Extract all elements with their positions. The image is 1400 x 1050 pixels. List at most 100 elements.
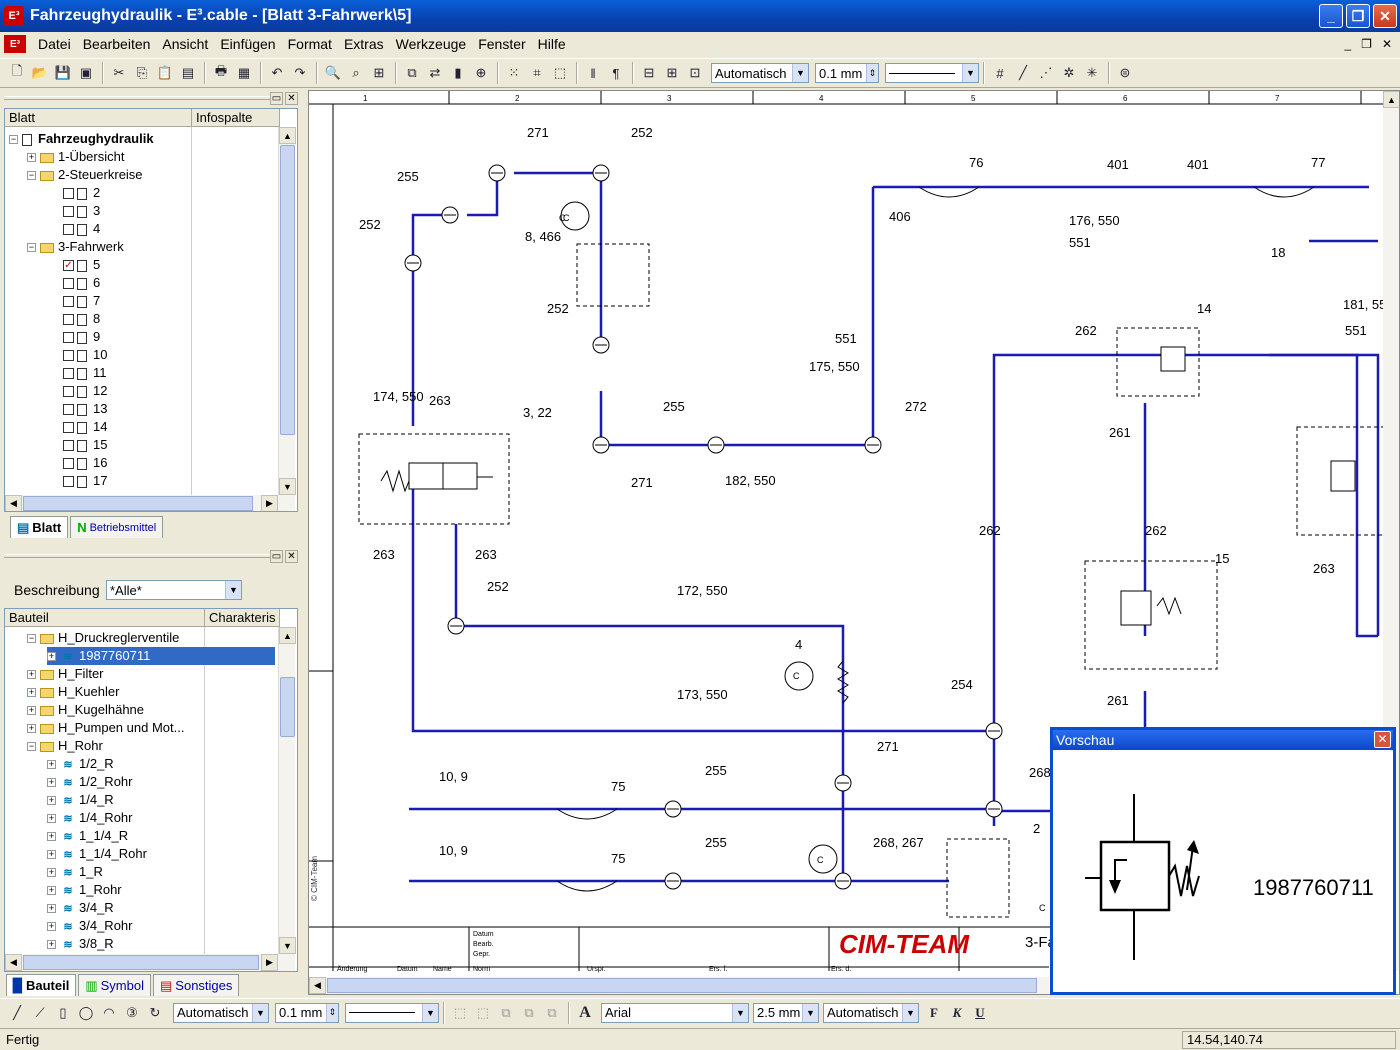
- sheet-checkbox[interactable]: [63, 476, 74, 488]
- sheet-checkbox[interactable]: [63, 296, 74, 308]
- sheet-tree-item[interactable]: 8: [63, 310, 100, 328]
- sheet-checkbox[interactable]: [63, 458, 74, 470]
- col-header-blatt[interactable]: Blatt: [5, 109, 192, 127]
- line-width-input[interactable]: 0.1 mm⇕: [815, 63, 879, 83]
- cut-icon[interactable]: ✂: [113, 65, 125, 80]
- rectangle-tool-icon[interactable]: ▯: [59, 1004, 67, 1020]
- part-tree-item[interactable]: +≋1/4_R: [47, 791, 114, 809]
- preview-window[interactable]: Vorschau✕ 1987760711: [1050, 727, 1396, 995]
- ungroup-disabled-icon[interactable]: ⬚: [476, 1004, 490, 1020]
- circle-tool-icon[interactable]: ◯: [78, 1004, 94, 1020]
- col-header-bauteil[interactable]: Bauteil: [5, 609, 205, 627]
- save-icon[interactable]: 💾: [54, 65, 72, 80]
- scroll-left-icon[interactable]: ◀: [5, 954, 22, 971]
- panel-pin-icon[interactable]: ▭: [270, 550, 283, 563]
- sheet-checkbox[interactable]: [63, 278, 74, 290]
- mdi-minimize-button[interactable]: _: [1344, 37, 1352, 51]
- grid-icon[interactable]: ⁙: [508, 65, 520, 80]
- menu-ansicht[interactable]: Ansicht: [162, 36, 209, 52]
- scroll-thumb[interactable]: [23, 955, 259, 970]
- part-tree-item[interactable]: +H_Filter: [27, 665, 104, 683]
- sheet-checkbox[interactable]: [63, 386, 74, 398]
- scroll-up-icon[interactable]: ▲: [279, 127, 296, 144]
- scroll-thumb[interactable]: [327, 978, 1037, 993]
- sheet-tree-item[interactable]: 15: [63, 436, 107, 454]
- select-icon[interactable]: ⬚: [553, 65, 567, 80]
- sheet-checkbox[interactable]: [63, 332, 74, 344]
- order-disabled-icon[interactable]: ⧉: [547, 1004, 557, 1020]
- expand-icon[interactable]: +: [47, 777, 56, 788]
- scroll-down-icon[interactable]: ▼: [279, 478, 296, 495]
- description-filter-combo[interactable]: *Alle*▼: [106, 580, 242, 600]
- scroll-thumb[interactable]: [23, 496, 253, 511]
- print-icon[interactable]: 🖶: [214, 63, 228, 78]
- sheet-checkbox[interactable]: [63, 368, 74, 380]
- expand-icon[interactable]: +: [47, 651, 56, 662]
- sheet-checkbox[interactable]: [63, 314, 74, 326]
- expand-icon[interactable]: +: [47, 885, 56, 896]
- expand-icon[interactable]: +: [47, 759, 56, 770]
- menu-werkzeuge[interactable]: Werkzeuge: [395, 36, 467, 52]
- collapse-icon[interactable]: −: [27, 242, 36, 253]
- part-tree-item[interactable]: +≋1/4_Rohr: [47, 809, 132, 827]
- panel-pin-icon[interactable]: ▭: [270, 92, 283, 105]
- sheet-tree-item[interactable]: −3-Fahrwerk: [27, 238, 124, 256]
- menu-format[interactable]: Format: [287, 36, 332, 52]
- e3-logo-icon[interactable]: E³: [4, 6, 24, 26]
- part-tree-item[interactable]: −H_Rohr: [27, 737, 103, 755]
- mdi-close-button[interactable]: ✕: [1381, 37, 1392, 51]
- menu-bearbeiten[interactable]: Bearbeiten: [82, 36, 151, 52]
- scroll-down-icon[interactable]: ▼: [279, 937, 296, 954]
- col-header-infospalte[interactable]: Infospalte: [192, 109, 280, 127]
- sheet-tree-item[interactable]: 17: [63, 472, 107, 490]
- sheet-checkbox[interactable]: ✓: [63, 260, 74, 272]
- properties-icon[interactable]: ⊜: [1119, 65, 1131, 80]
- polyline-tool-icon[interactable]: ⟋: [35, 1004, 45, 1020]
- part-tree-item[interactable]: +≋3/8_R: [47, 935, 114, 953]
- part-tree-item[interactable]: +≋3/4_Rohr: [47, 917, 132, 935]
- maximize-button[interactable]: ❐: [1346, 4, 1370, 28]
- paste-icon[interactable]: 📋: [156, 65, 174, 80]
- expand-icon[interactable]: +: [47, 831, 56, 842]
- expand-icon[interactable]: +: [27, 669, 36, 680]
- open-icon[interactable]: 📂: [31, 65, 49, 80]
- menu-datei[interactable]: Datei: [38, 36, 71, 52]
- expand-icon[interactable]: +: [47, 921, 56, 932]
- snap-icon[interactable]: ⌗: [533, 65, 541, 80]
- text-scale-combo[interactable]: Automatisch▼: [823, 1002, 919, 1023]
- sheet-tree-item[interactable]: 11: [63, 364, 107, 382]
- back-disabled-icon[interactable]: ⧉: [524, 1004, 534, 1020]
- expand-icon[interactable]: +: [47, 903, 56, 914]
- expand-icon[interactable]: +: [27, 723, 36, 734]
- part-tree-item[interactable]: +≋1/2_Rohr: [47, 773, 132, 791]
- scroll-thumb[interactable]: [280, 677, 295, 737]
- sheet-tree-item[interactable]: 6: [63, 274, 100, 292]
- sheet-checkbox[interactable]: [63, 440, 74, 452]
- sheet-tree-item[interactable]: ✓5: [63, 256, 100, 274]
- graphic-line-style-combo[interactable]: ▼: [345, 1002, 439, 1023]
- menu-fenster[interactable]: Fenster: [478, 36, 526, 52]
- sheet-tree-item[interactable]: 9: [63, 328, 100, 346]
- panel-grip[interactable]: [4, 554, 272, 558]
- scroll-left-icon[interactable]: ◀: [5, 495, 22, 511]
- columns-icon[interactable]: ‖: [590, 65, 596, 81]
- scroll-thumb[interactable]: [280, 145, 295, 435]
- part-tree-item[interactable]: +≋1_R: [47, 863, 103, 881]
- insert-block-icon[interactable]: ▮: [454, 65, 462, 80]
- text-tool-icon[interactable]: A: [579, 1003, 591, 1021]
- sheet-checkbox[interactable]: [63, 404, 74, 416]
- sheet-checkbox[interactable]: [63, 206, 74, 218]
- sheet-checkbox[interactable]: [63, 188, 74, 200]
- copy-icon[interactable]: ⎘: [136, 65, 148, 80]
- zoom-in-icon[interactable]: 🔍: [324, 65, 342, 80]
- new-icon[interactable]: 🗋: [11, 63, 23, 78]
- sheet-tree-item[interactable]: 12: [63, 382, 107, 400]
- scroll-right-icon[interactable]: ▶: [261, 954, 278, 971]
- expand-icon[interactable]: +: [47, 849, 56, 860]
- panel-grip[interactable]: [4, 96, 272, 100]
- sheet-tree-item[interactable]: 3: [63, 202, 100, 220]
- document-icon[interactable]: E³: [4, 35, 26, 53]
- font-combo[interactable]: Arial▼: [601, 1002, 749, 1023]
- graphic-line-width-input[interactable]: 0.1 mm⇕: [275, 1002, 339, 1023]
